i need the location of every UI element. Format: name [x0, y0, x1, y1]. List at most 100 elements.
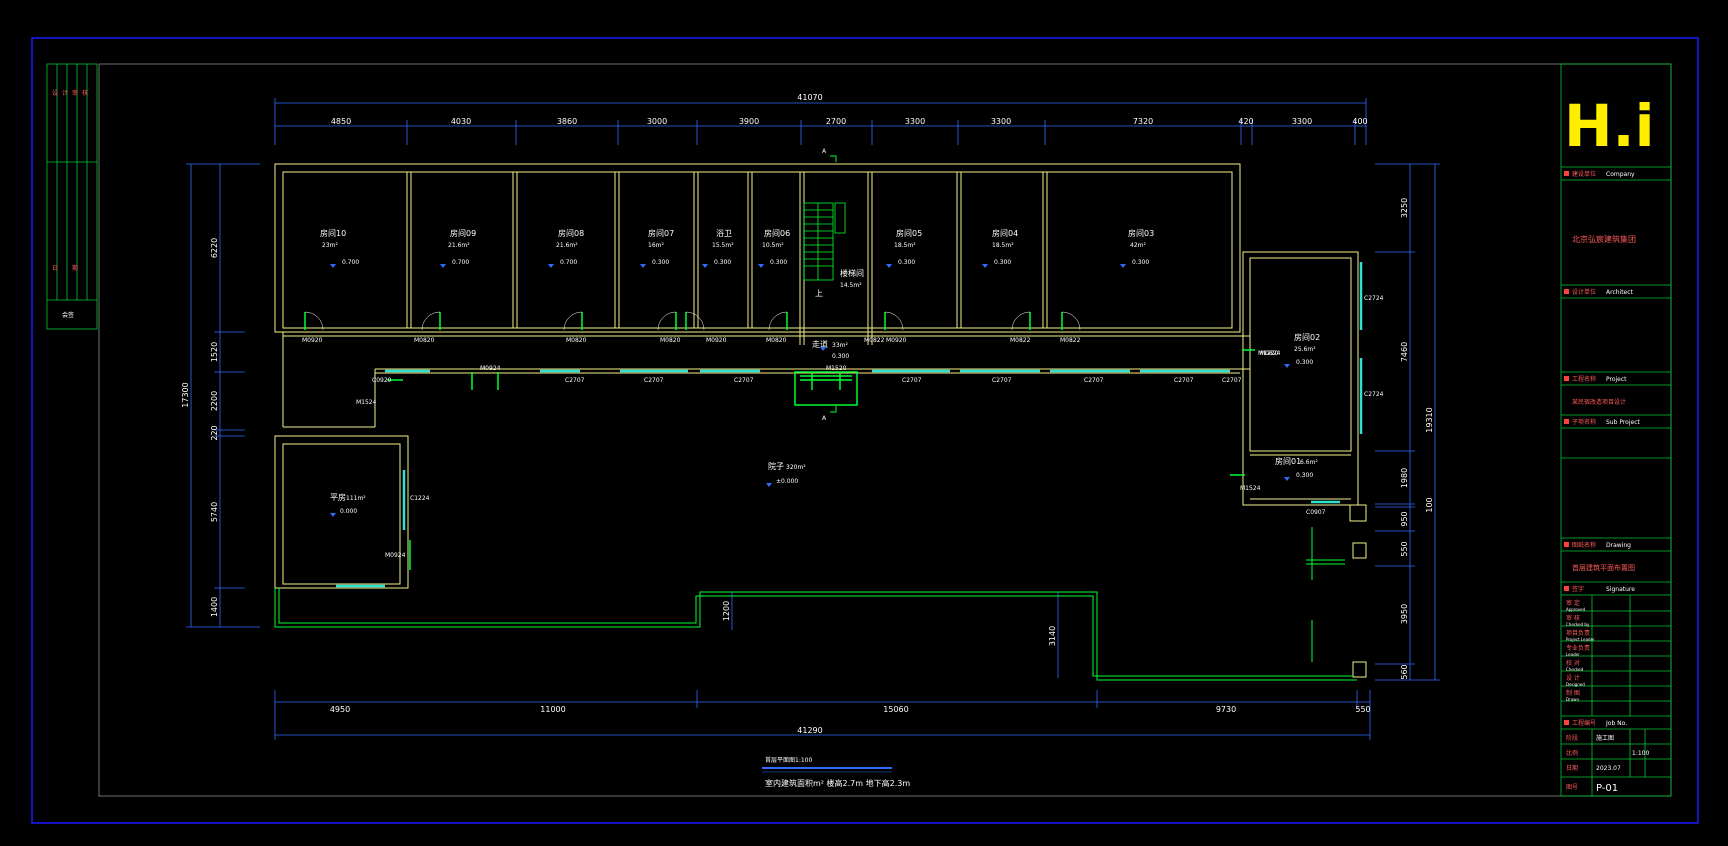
dimension-text: 41070 4850 4030 3860 3000 3900 2700 3300…	[181, 93, 1434, 735]
dim-top-seg: 3300	[1292, 117, 1312, 126]
room-level: 0.300	[832, 353, 849, 360]
dim-bottom-total: 41290	[797, 726, 822, 735]
entrance-steps	[794, 371, 858, 406]
section-marker: A A	[822, 148, 837, 422]
room: 房间03 42m² 0.300	[1128, 228, 1154, 266]
dim-right-seg: 100	[1425, 497, 1434, 512]
room-name: 房间02	[1294, 332, 1320, 342]
dim-right-seg: 3250	[1400, 198, 1409, 218]
tb-sign-row-en: Leader	[1566, 652, 1580, 657]
room-name: 走道	[812, 339, 828, 349]
stair-direction: 上	[815, 289, 823, 298]
room-name: 房间10	[320, 228, 346, 238]
tb-phase-label: 阶段	[1566, 734, 1578, 742]
dim-left-seg: 1520	[210, 342, 219, 362]
dim-bottom-seg: 4950	[330, 705, 350, 714]
door-tag: M0920	[302, 337, 323, 344]
outer-frame	[31, 37, 1699, 824]
room-name: 院子	[768, 461, 784, 471]
dim-left-seg: 1400	[210, 597, 219, 617]
drawing-caption: 首层平面图 1:100 室内建筑面积m² 楼高2.7m 地下高2.3m	[762, 756, 910, 788]
door-tag: M1220	[1258, 350, 1279, 357]
room-area: 111m²	[346, 495, 366, 502]
tb-architect-en: Architect	[1606, 289, 1634, 296]
door-tag: M0924	[385, 552, 406, 559]
tb-architect-label: 设计单位	[1572, 288, 1596, 296]
tb-subproject-label: 子项名称	[1572, 418, 1596, 426]
room-area: 42m²	[1130, 242, 1146, 249]
tb-sign-row-en: Drawn	[1566, 697, 1579, 702]
room-name: 房间01	[1275, 456, 1301, 466]
window-tag: C2707	[644, 377, 664, 384]
tb-sign-row-en: Designed	[1566, 682, 1585, 687]
dim-top-seg: 3300	[991, 117, 1011, 126]
tb-sign-row: 专业负责	[1566, 644, 1590, 652]
window-tag: C2707	[565, 377, 585, 384]
room-area: 10.5m²	[762, 242, 784, 249]
strip-cell: 日	[52, 265, 58, 272]
tb-sign-row: 审 定	[1566, 599, 1580, 607]
dim-left-seg: 5740	[210, 502, 219, 522]
window-tag: C0907	[1306, 509, 1326, 516]
room-level: 0.000	[340, 508, 357, 515]
window-tag: C2724	[1364, 391, 1384, 398]
room-area: 21.6m²	[556, 242, 578, 249]
dim-left-seg: 2200	[210, 391, 219, 411]
room-area: 6.6m²	[1300, 459, 1318, 466]
tb-drawing-label: 图纸名称	[1572, 541, 1596, 549]
strip-cell: 期	[72, 264, 78, 272]
window-tag: C2707	[734, 377, 754, 384]
room-area: 15.5m²	[712, 242, 734, 249]
tb-drawing-no-value: P-01	[1596, 783, 1618, 794]
door-tag: M0920	[886, 337, 907, 344]
strip-cell: 设	[52, 89, 58, 97]
room-area: 320m²	[786, 464, 806, 471]
tb-sign-row: 校 对	[1566, 659, 1580, 667]
room-labels: 房间10 23m² 0.700 房间09 21.6m² 0.700 房间08 2…	[320, 228, 1320, 515]
strip-cell: 计	[62, 89, 68, 97]
room-level: 0.300	[1296, 472, 1313, 479]
window-tag: C2707	[1084, 377, 1104, 384]
dim-right-seg: 950	[1400, 511, 1409, 526]
room: 院子 320m² ±0.000	[768, 461, 806, 485]
room: 房间04 18.5m² 0.300	[992, 228, 1018, 266]
drawing-scale: 1:100	[795, 757, 812, 764]
room-name: 浴卫	[716, 228, 732, 238]
room-name: 房间03	[1128, 228, 1154, 238]
walls	[274, 163, 1367, 678]
door-tag: M0820	[414, 337, 435, 344]
dim-top-seg: 2700	[826, 117, 846, 126]
tb-sign-row-en: Checked	[1566, 667, 1584, 672]
strip-cell: 核	[82, 89, 88, 97]
room-area: 23m²	[322, 242, 338, 249]
door-tag: M1520	[826, 365, 847, 372]
doors	[304, 311, 1255, 570]
strip-cell: 审	[72, 89, 78, 97]
window-tag: C2707	[1222, 377, 1242, 384]
dim-bottom-seg: 15060	[883, 705, 908, 714]
tb-project-label: 工程名称	[1572, 375, 1596, 383]
room-name: 房间08	[558, 228, 584, 238]
section-label: A	[822, 148, 827, 155]
window-tag: C2724	[1364, 295, 1384, 302]
door-tag: M1524	[1240, 485, 1261, 492]
drawing-note: 室内建筑面积m² 楼高2.7m 地下高2.3m	[765, 778, 910, 788]
tb-drawing-name: 首层建筑平面布置图	[1572, 563, 1635, 572]
dim-left-total: 17300	[181, 382, 190, 407]
tb-drawing-en: Drawing	[1606, 542, 1631, 549]
dim-right-seg: 1980	[1400, 468, 1409, 488]
dim-right-seg: 3950	[1400, 604, 1409, 624]
dim-top-seg: 4850	[331, 117, 351, 126]
window-tag: C2707	[992, 377, 1012, 384]
dim-top-seg: 3000	[647, 117, 667, 126]
room: 平房 111m² 0.000	[330, 492, 366, 515]
room-level: 0.700	[452, 259, 469, 266]
tb-date-label: 日期	[1566, 764, 1578, 772]
dim-bottom-seg: 9730	[1216, 705, 1236, 714]
tb-phase-value: 施工图	[1596, 734, 1614, 742]
drawing-title: 首层平面图	[765, 756, 795, 764]
dim-top-seg: 3860	[557, 117, 577, 126]
dim-right-seg: 550	[1400, 541, 1409, 556]
